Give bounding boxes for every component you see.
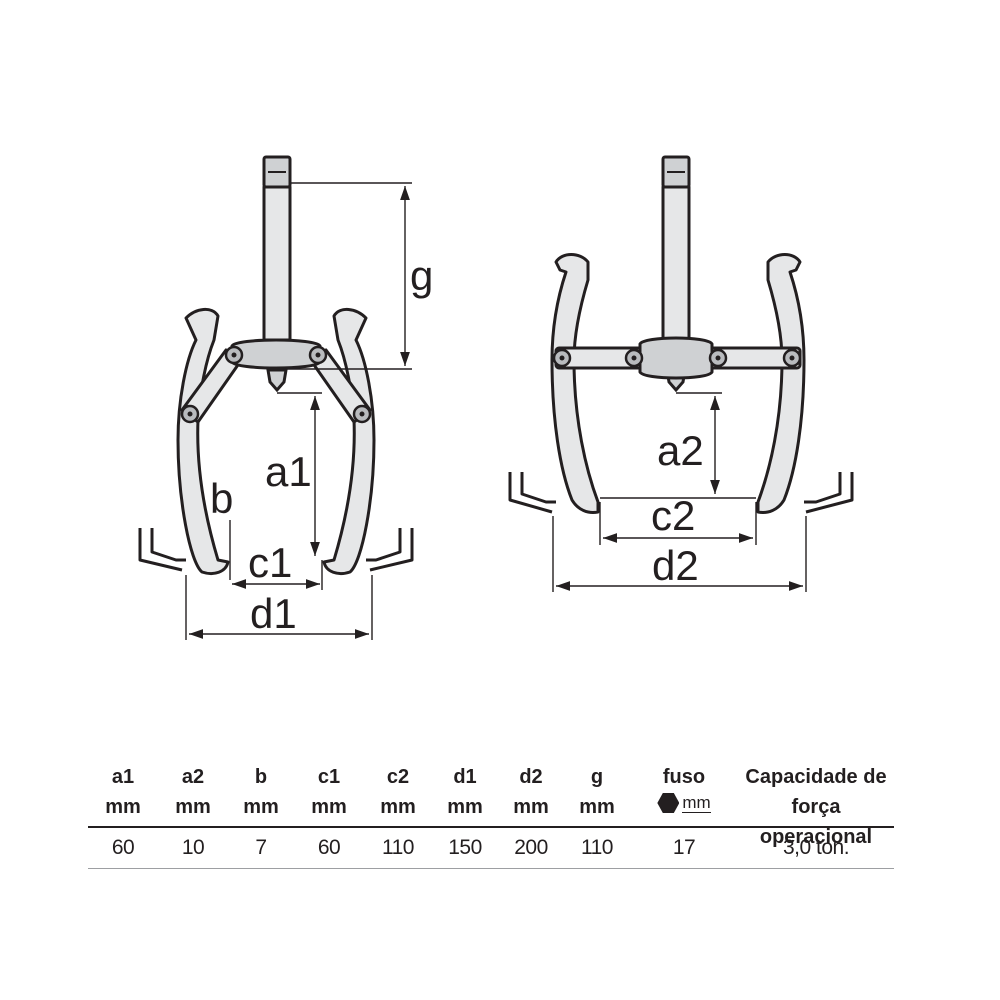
col-g-label: g: [590, 766, 604, 788]
left-dimensions: g a1 b c1 d1: [185, 182, 433, 640]
left-yoke: [230, 338, 322, 370]
col-d1: d1 mm: [432, 758, 498, 826]
col-fuso-unit: mm: [682, 792, 711, 813]
cell-fuso: 17: [672, 836, 696, 859]
col-a1-unit: mm: [105, 796, 141, 818]
col-capacity-label-2: força operacional: [759, 796, 873, 848]
col-c2: c2 mm: [364, 758, 432, 826]
col-d1-label: d1: [453, 766, 477, 788]
col-c2-label: c2: [386, 766, 410, 788]
right-workpiece-left: [508, 472, 556, 514]
col-c1-unit: mm: [311, 796, 347, 818]
col-d2: d2 mm: [498, 758, 564, 826]
left-workpiece-left: [138, 528, 186, 572]
left-screw-shaft: [262, 185, 292, 342]
col-fuso-unit-line: mm: [657, 792, 711, 813]
col-a1: a1 mm: [88, 758, 158, 826]
cell-d2: 200: [514, 836, 548, 859]
col-a2-unit: mm: [175, 796, 211, 818]
hexagon-icon: [657, 793, 680, 813]
spec-table: a1 mm a2 mm b mm c1 mm c2 mm d1 mm d2 mm…: [88, 758, 894, 869]
label-a1: a1: [265, 448, 312, 495]
cell-c2: 110: [382, 836, 414, 859]
col-d2-unit: mm: [513, 796, 549, 818]
col-c2-unit: mm: [380, 796, 416, 818]
col-g: g mm: [564, 758, 630, 826]
col-b: b mm: [228, 758, 294, 826]
cell-capacity: 3,0 ton.: [782, 836, 850, 859]
cell-a2: 10: [181, 836, 205, 859]
cell-g: 110: [581, 836, 613, 859]
label-c1: c1: [248, 539, 292, 586]
cell-a1: 60: [111, 836, 135, 859]
col-fuso-label: fuso: [662, 766, 706, 788]
right-yoke: [638, 336, 714, 380]
col-c1: c1 mm: [294, 758, 364, 826]
right-workpiece-right: [804, 472, 854, 514]
col-fuso: fuso mm: [630, 758, 738, 826]
col-a2-label: a2: [181, 766, 205, 788]
label-d1: d1: [250, 590, 297, 637]
cell-c1: 60: [317, 836, 341, 859]
cell-b: 7: [255, 836, 267, 859]
left-workpiece-right: [366, 528, 414, 572]
right-screw-shaft: [661, 185, 691, 344]
col-d2-label: d2: [519, 766, 543, 788]
label-a2: a2: [657, 427, 704, 474]
right-dimensions: a2 c2 d2: [552, 392, 807, 592]
label-d2: d2: [652, 542, 699, 589]
col-capacity: Capacidade de força operacional: [738, 758, 894, 848]
right-leg-right: [756, 253, 806, 514]
spec-table-header: a1 mm a2 mm b mm c1 mm c2 mm d1 mm d2 mm…: [88, 758, 894, 848]
col-c1-label: c1: [317, 766, 341, 788]
col-b-label: b: [254, 766, 268, 788]
col-capacity-label-1: Capacidade de: [745, 766, 887, 788]
col-g-unit: mm: [579, 796, 615, 818]
puller-diagram: g a1 b c1 d1: [138, 155, 854, 640]
table-row: 60 10 7 60 110 150 200 110 17 3,0 ton.: [88, 828, 894, 869]
left-puller-internal: [138, 155, 414, 576]
right-puller-external: [508, 155, 854, 514]
left-leg-left: [176, 308, 230, 576]
left-leg-right: [322, 308, 376, 576]
label-c2: c2: [651, 492, 695, 539]
right-leg-left: [550, 253, 600, 514]
cell-d1: 150: [448, 836, 482, 859]
label-b: b: [210, 475, 233, 522]
col-b-unit: mm: [243, 796, 279, 818]
col-a1-label: a1: [111, 766, 135, 788]
label-g: g: [410, 252, 433, 299]
col-a2: a2 mm: [158, 758, 228, 826]
col-d1-unit: mm: [447, 796, 483, 818]
left-screw-tip: [266, 368, 288, 393]
